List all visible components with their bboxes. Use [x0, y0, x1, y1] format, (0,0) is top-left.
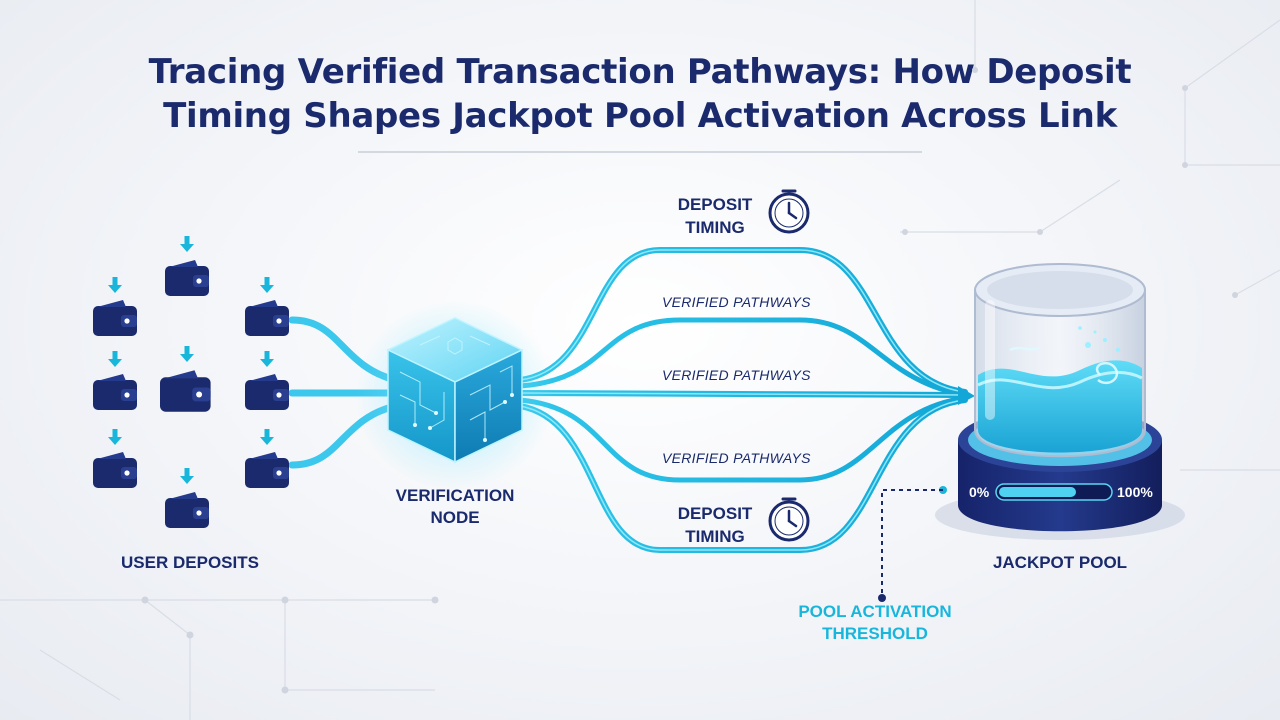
wallet-group — [93, 236, 289, 528]
gauge-max-label: 100% — [1117, 484, 1153, 500]
arrow-down-icon — [180, 468, 194, 484]
arrow-down-icon — [108, 351, 122, 367]
arrow-down-icon — [180, 346, 194, 362]
activation-gauge — [995, 483, 1113, 501]
background-network-bottom-left — [0, 596, 439, 720]
arrow-down-icon — [260, 351, 274, 367]
pathway-arrow-head — [958, 386, 975, 405]
wallet-icon — [93, 452, 137, 488]
verification-node-label: VERIFICATION NODE — [370, 485, 540, 529]
wallet-icon — [165, 260, 209, 296]
deposit-timing-bottom-line2: TIMING — [685, 527, 745, 546]
arrow-down-icon — [108, 429, 122, 445]
pathway-upper — [517, 317, 968, 398]
wallet-icon — [245, 452, 289, 488]
background-network-top-right — [900, 0, 1280, 471]
pathway-label-bottom: VERIFIED PATHWAYS — [662, 450, 811, 466]
clock-icon — [768, 189, 810, 234]
threshold-label-line2: THRESHOLD — [822, 624, 928, 643]
user-deposits-label: USER DEPOSITS — [121, 553, 259, 572]
verification-node-label-line2: NODE — [430, 508, 480, 527]
cube-node-icon — [355, 300, 555, 490]
deposit-timing-bottom-line1: DEPOSIT — [677, 504, 753, 523]
jackpot-pool-label: JACKPOT POOL — [992, 553, 1128, 572]
threshold-label-line1: POOL ACTIVATION — [798, 602, 952, 621]
arrow-down-icon — [260, 277, 274, 293]
title-divider — [358, 151, 922, 153]
pathway-label-top: VERIFIED PATHWAYS — [662, 294, 811, 310]
deposit-timing-top-label: DEPOSIT TIMING — [660, 193, 770, 239]
deposit-timing-top-line1: DEPOSIT — [677, 195, 753, 214]
arrow-down-icon — [260, 429, 274, 445]
wallet-icon — [160, 370, 211, 412]
page-title: Tracing Verified Transaction Pathways: H… — [0, 50, 1280, 138]
wallet-icon — [245, 374, 289, 410]
wallet-icon — [93, 300, 137, 336]
wallet-icon — [245, 300, 289, 336]
arrow-down-icon — [180, 236, 194, 252]
deposit-timing-top-line2: TIMING — [685, 218, 745, 237]
clock-icon — [768, 497, 810, 542]
title-line-1: Tracing Verified Transaction Pathways: H… — [148, 52, 1132, 92]
verification-node-label-line1: VERIFICATION — [395, 486, 515, 505]
pool-activation-threshold-label: POOL ACTIVATION THRESHOLD — [775, 601, 975, 645]
wallet-icon — [165, 492, 209, 528]
wallet-icon — [93, 374, 137, 410]
deposit-timing-bottom-label: DEPOSIT TIMING — [660, 502, 770, 548]
arrow-down-icon — [108, 277, 122, 293]
gauge-min-label: 0% — [969, 484, 990, 500]
pathway-lower — [517, 395, 968, 483]
pathway-label-middle: VERIFIED PATHWAYS — [662, 367, 811, 383]
threshold-leader — [878, 486, 947, 602]
title-line-2: Timing Shapes Jackpot Pool Activation Ac… — [163, 96, 1117, 136]
